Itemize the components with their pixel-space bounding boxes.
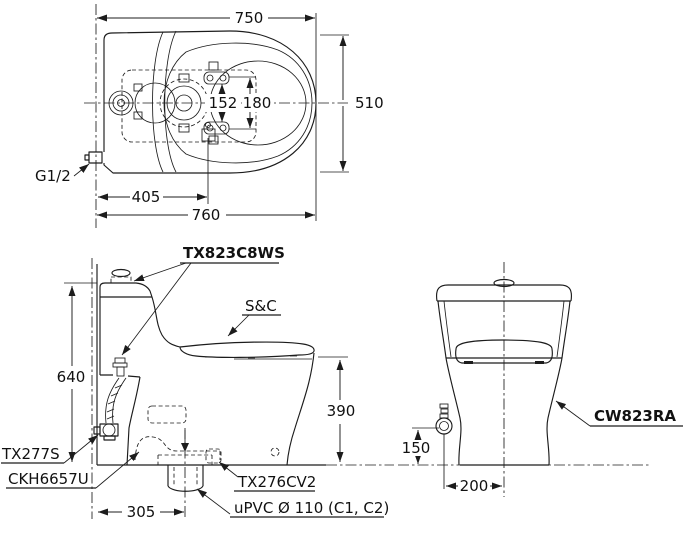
supply-hose [105, 377, 127, 424]
seat-cover-side [179, 341, 315, 358]
label-seat-cover: S&C [227, 297, 281, 337]
label-seat-cover-text: S&C [245, 297, 277, 315]
label-model-text: CW823RA [594, 407, 676, 425]
label-drain-pipe: uPVC Ø 110 (C1, C2) [196, 488, 389, 518]
label-fitting-kit: TX823C8WS [121, 244, 285, 356]
tank-side [99, 268, 181, 378]
dim-510-text: 510 [355, 94, 384, 112]
top-view-outline [103, 30, 317, 174]
trapway-hidden [134, 405, 280, 465]
seat-outline-top [163, 42, 313, 164]
water-inlet-fitting-top [84, 151, 103, 164]
label-drain-pipe-text: uPVC Ø 110 (C1, C2) [234, 499, 389, 517]
stop-valve-front [435, 403, 453, 489]
dim-390-text: 390 [327, 402, 356, 420]
label-flange-text: CKH6657U [8, 470, 89, 488]
fixing-hole [270, 447, 280, 457]
flow-arrow [181, 443, 189, 452]
body-left-edge [445, 357, 462, 466]
body-right-edge [546, 357, 563, 466]
dim-152-text: 152 [209, 94, 238, 112]
top-view: 750 510 152 180 405 760 [35, 4, 384, 228]
label-g12: G1/2 [35, 163, 90, 185]
stop-valve-side [93, 423, 119, 441]
label-stop-valve-text: TX277S [1, 445, 60, 463]
dim-760-text: 760 [192, 206, 221, 224]
dim-200-text: 200 [460, 477, 489, 495]
label-stop-valve: TX277S [1, 434, 99, 464]
label-flange: CKH6657U [6, 451, 140, 489]
dim-640-text: 640 [57, 368, 86, 386]
dim-405-text: 405 [132, 188, 161, 206]
bowl-front-profile [286, 352, 315, 466]
dim-200: 200 [446, 477, 502, 495]
dim-640: 640 [57, 282, 97, 462]
tank-front [435, 278, 573, 359]
dim-152-180: 152 180 [205, 78, 274, 128]
seat-front [455, 339, 553, 364]
label-outlet-socket-text: TX276CV2 [237, 473, 316, 491]
drain-pipe [167, 428, 204, 519]
dim-760: 760 [97, 206, 315, 224]
label-model: CW823RA [555, 400, 683, 427]
label-outlet-socket: TX276CV2 [218, 461, 316, 492]
side-view: 640 390 305 TX823C8WS S&C TX277S [1, 244, 394, 521]
flush-button-side [111, 268, 131, 278]
label-fitting-kit-text: TX823C8WS [183, 244, 285, 262]
tank-mechanism-top [108, 61, 256, 145]
flush-button-front [493, 278, 515, 288]
front-view: 150 200 CW823RA [398, 262, 683, 497]
dim-750: 750 [97, 9, 315, 27]
dim-750-text: 750 [235, 9, 264, 27]
dim-150: 150 [401, 427, 439, 464]
dim-510: 510 [320, 34, 384, 173]
bowl-back-profile [126, 376, 141, 466]
dim-150-text: 150 [402, 439, 431, 457]
dim-405: 405 [98, 188, 207, 206]
tank-inlet-fitting [112, 357, 128, 377]
dim-390: 390 [318, 356, 356, 462]
dim-305: 305 [98, 503, 184, 521]
label-g12-text: G1/2 [35, 167, 71, 185]
dim-305-text: 305 [127, 503, 156, 521]
dim-180-text: 180 [243, 94, 272, 112]
